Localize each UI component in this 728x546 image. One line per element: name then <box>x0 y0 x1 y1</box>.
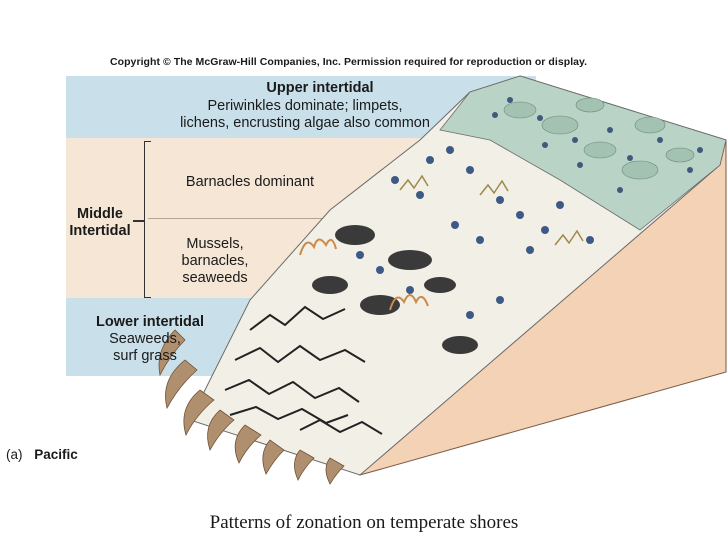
periwinkle-dots <box>492 97 703 193</box>
bracket-tick <box>133 220 144 222</box>
upper-intertidal-line1: Periwinkles dominate; limpets, <box>207 98 403 114</box>
mussel-clusters <box>356 146 594 319</box>
middle-zone-divider <box>148 218 448 219</box>
mussels-label-line1: Mussels, <box>186 236 244 252</box>
orange-seaweed <box>299 238 429 311</box>
lower-intertidal-title: Lower intertidal <box>96 314 204 330</box>
figure-caption: Patterns of zonation on temperate shores <box>209 512 519 533</box>
upper-intertidal-line2: lichens, encrusting algae also common <box>180 115 430 131</box>
seaweed-thicket <box>224 305 383 435</box>
lower-intertidal-line2: surf grass <box>113 348 177 364</box>
middle-intertidal-title-line2: Intertidal <box>69 223 131 239</box>
mussel-beds <box>312 225 478 354</box>
upper-intertidal-title: Upper intertidal <box>266 80 374 96</box>
barnacles-dominant-label: Barnacles dominant <box>185 174 315 190</box>
mussels-label-line3: seaweeds <box>182 270 248 286</box>
middle-intertidal-bracket <box>144 141 151 298</box>
surf-grass <box>158 329 345 485</box>
copyright-notice: Copyright © The McGraw-Hill Companies, I… <box>110 56 588 68</box>
panel-name: Pacific <box>34 447 78 462</box>
panel-label: (a) Pacific <box>6 447 78 462</box>
periwinkle-rocks <box>503 97 695 180</box>
lower-intertidal-line1: Seaweeds, <box>109 331 181 347</box>
middle-intertidal-title-line1: Middle <box>77 206 123 222</box>
barnacle-seaweed <box>399 174 584 246</box>
panel-letter: (a) <box>6 447 23 462</box>
mussels-label-line2: barnacles, <box>181 253 249 269</box>
